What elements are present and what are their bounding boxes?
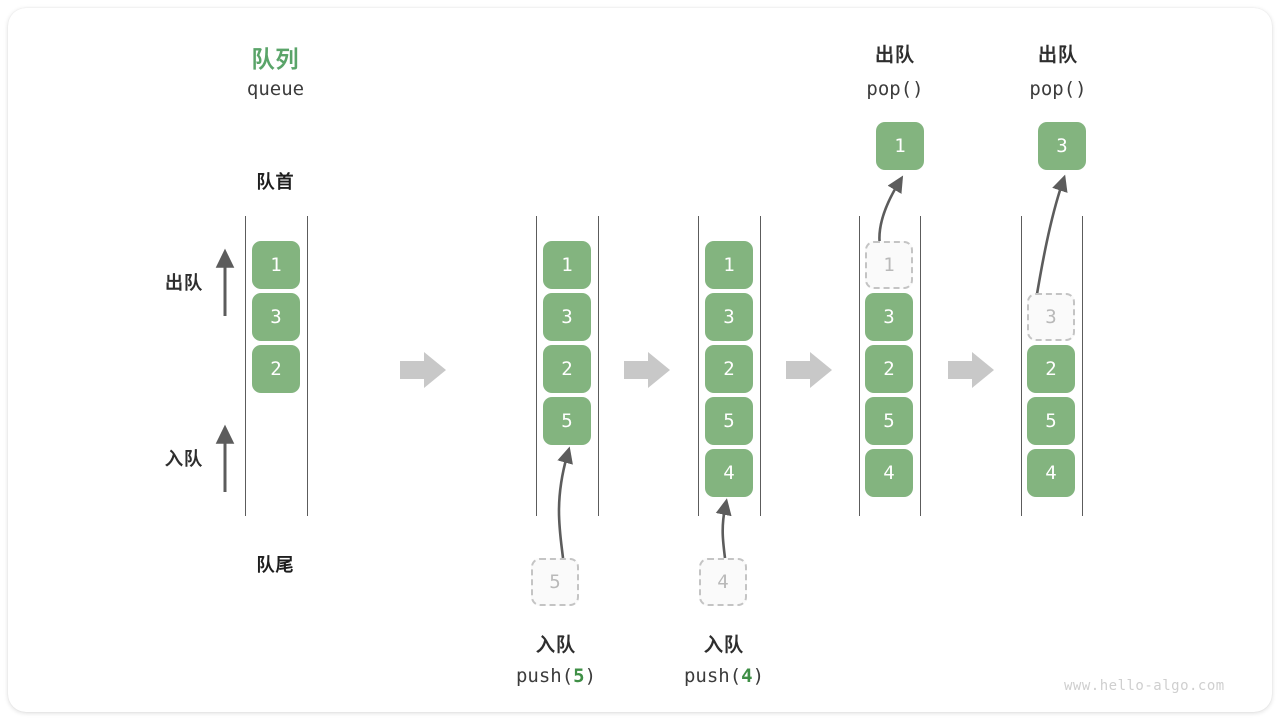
queue-cell: 3 (543, 293, 591, 341)
pop-arrow-icon (1034, 174, 1068, 301)
queue-cell: 1 (252, 241, 300, 289)
push-code-prefix: push( (515, 665, 574, 687)
flow-arrow-icon (400, 352, 446, 388)
queue-cell: 3 (252, 293, 300, 341)
queue-cell: 4 (1027, 449, 1075, 497)
queue-rail-left-c1 (245, 216, 246, 516)
queue-rail-right-c1 (307, 216, 308, 516)
queue-cell: 2 (543, 345, 591, 393)
popped-element: 1 (876, 122, 924, 170)
queue-rail-left-c2 (536, 216, 537, 516)
queue-cell: 2 (705, 345, 753, 393)
pop-caption-cn: 出队 (874, 45, 915, 66)
queue-title-cn: 队列 (251, 46, 300, 72)
flow-arrow-icon (786, 352, 832, 388)
queue-rail-left-c3 (698, 216, 699, 516)
queue-rail-left-c4 (859, 216, 860, 516)
queue-cell: 5 (1027, 397, 1075, 445)
push-code-prefix: push( (683, 665, 742, 687)
queue-title-en: queue (246, 78, 305, 100)
queue-cell: 5 (705, 397, 753, 445)
pop-caption-cn: 出队 (1037, 45, 1078, 66)
queue-rail-right-c5 (1082, 216, 1083, 516)
incoming-element-ghost: 4 (699, 558, 747, 606)
dequeue-direction-label: 出队 (165, 273, 203, 293)
queue-cell: 1 (543, 241, 591, 289)
push-caption-cn: 入队 (535, 635, 576, 656)
dequeue-direction-arrow-icon (215, 248, 235, 316)
push-arrow-icon (557, 446, 573, 559)
queue-rail-left-c5 (1021, 216, 1022, 516)
incoming-element-ghost: 5 (531, 558, 579, 606)
queue-cell: 4 (865, 449, 913, 497)
queue-rail-right-c3 (760, 216, 761, 516)
queue-cell: 2 (1027, 345, 1075, 393)
push-arrow-icon (715, 498, 732, 559)
flow-arrow-icon (948, 352, 994, 388)
queue-cell: 5 (543, 397, 591, 445)
pop-caption-code: pop() (1029, 78, 1087, 100)
queue-front-label: 队首 (256, 172, 295, 192)
queue-cell: 4 (705, 449, 753, 497)
popped-element: 3 (1038, 122, 1086, 170)
enqueue-direction-arrow-icon (215, 424, 235, 492)
watermark: www.hello-algo.com (1064, 678, 1225, 694)
push-code-arg: 4 (741, 665, 753, 687)
flow-arrow-icon (624, 352, 670, 388)
push-code-suffix: ) (752, 665, 765, 687)
queue-cell: 2 (865, 345, 913, 393)
queue-cell-vacated: 3 (1027, 293, 1075, 341)
push-code-arg: 5 (573, 665, 585, 687)
pop-arrow-icon (878, 175, 904, 247)
queue-cell: 5 (865, 397, 913, 445)
queue-cell: 1 (705, 241, 753, 289)
diagram-card: 队列 queue 队首 队尾 出队 入队 1 3 2 (8, 8, 1272, 712)
push-caption-cn: 入队 (703, 635, 744, 656)
queue-cell-vacated: 1 (865, 241, 913, 289)
pop-caption-code: pop() (866, 78, 924, 100)
push-caption-code: push(4) (644, 665, 804, 687)
queue-rear-label: 队尾 (256, 555, 295, 575)
queue-rail-right-c2 (598, 216, 599, 516)
push-caption-code: push(5) (476, 665, 636, 687)
queue-cell: 3 (865, 293, 913, 341)
queue-rail-right-c4 (920, 216, 921, 516)
push-code-suffix: ) (584, 665, 597, 687)
queue-cell: 3 (705, 293, 753, 341)
queue-cell: 2 (252, 345, 300, 393)
enqueue-direction-label: 入队 (165, 449, 203, 469)
